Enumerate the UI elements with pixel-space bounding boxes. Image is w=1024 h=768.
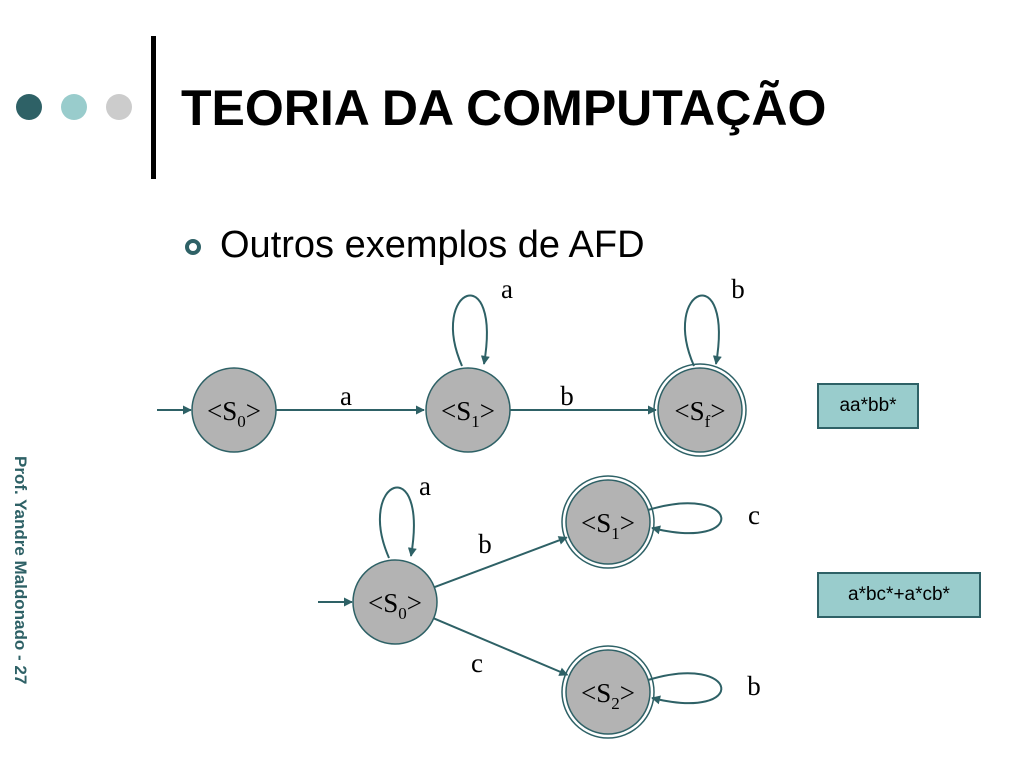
transition-label: c (471, 648, 483, 678)
regex-box-1: aa*bb* (817, 383, 919, 429)
self-loop-arrow (647, 502, 723, 535)
slide-title: TEORIA DA COMPUTAÇÃO (181, 80, 827, 136)
state-label: <S2> (581, 678, 635, 713)
state-label: <S0> (368, 588, 422, 623)
transition-label: b (560, 381, 574, 411)
self-loop-arrow (378, 486, 417, 559)
bullet-text: Outros exemplos de AFD (220, 224, 645, 266)
state-circle (352, 559, 438, 645)
state-label: <S0> (207, 396, 261, 431)
transition-label: c (748, 500, 760, 530)
self-loop-arrow (647, 672, 723, 705)
transition-label: b (747, 671, 761, 701)
transition-label: a (340, 381, 352, 411)
light-teal-dot (61, 94, 87, 120)
state-circle (657, 367, 743, 453)
title-divider (151, 36, 156, 179)
transition-arrow (433, 617, 569, 676)
state-circle (565, 649, 651, 735)
self-loop-arrow (451, 294, 490, 367)
regex-box-2: a*bc*+a*cb* (817, 572, 981, 618)
state-label: <S1> (581, 508, 635, 543)
transition-arrow (433, 536, 568, 589)
self-loop-arrow (683, 294, 722, 367)
transition-label: a (501, 274, 513, 304)
gray-dot (106, 94, 132, 120)
title-decoration-dots (16, 94, 136, 120)
state-circle (565, 479, 651, 565)
transition-label: b (731, 274, 745, 304)
final-state-ring (561, 645, 655, 739)
dark-teal-dot (16, 94, 42, 120)
bullet-icon (185, 239, 201, 255)
transition-label: a (419, 471, 431, 501)
final-state-ring (561, 475, 655, 569)
state-label: <S1> (441, 396, 495, 431)
state-label: <Sf> (674, 396, 725, 431)
transition-label: b (478, 529, 492, 559)
